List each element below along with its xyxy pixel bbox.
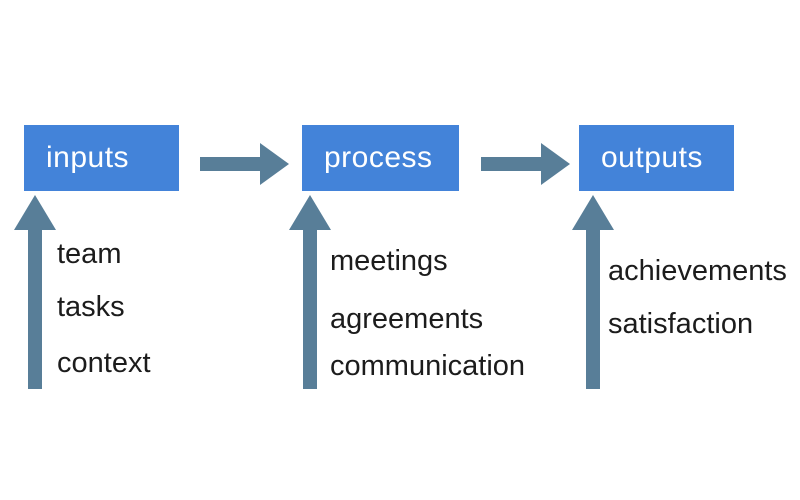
list-item: meetings	[330, 245, 448, 277]
stage-box-inputs-label: inputs	[46, 141, 130, 174]
stage-box-inputs: inputs	[24, 125, 179, 191]
arrow-up-icon	[289, 195, 331, 389]
arrow-up-icon	[14, 195, 56, 389]
arrow-right-icon	[481, 143, 570, 185]
list-item: communication	[330, 350, 526, 382]
list-item: satisfaction	[608, 308, 754, 340]
stage-box-process: process	[302, 125, 459, 191]
stage-box-process-label: process	[324, 141, 433, 174]
list-item: tasks	[57, 291, 125, 323]
list-item: achievements	[608, 255, 787, 287]
stage-box-outputs: outputs	[579, 125, 734, 191]
list-item: context	[57, 347, 151, 379]
arrow-right-icon	[200, 143, 289, 185]
stage-box-outputs-label: outputs	[601, 141, 703, 174]
arrow-up-icon	[572, 195, 614, 389]
list-item: agreements	[330, 303, 484, 335]
list-item: team	[57, 238, 122, 270]
